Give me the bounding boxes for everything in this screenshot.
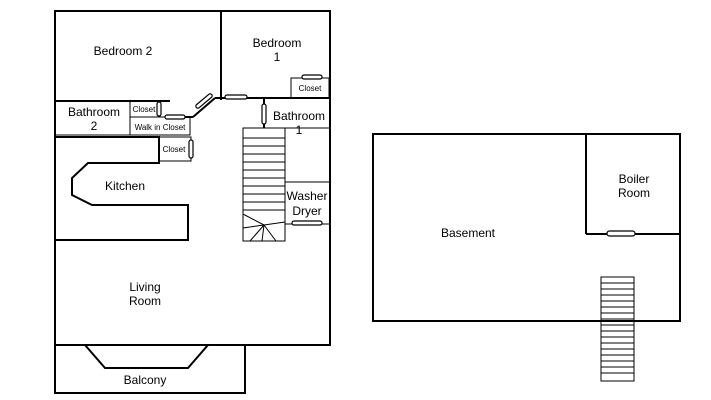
label-dryer: Dryer: [292, 204, 321, 218]
label-bathroom2-line2: 2: [91, 119, 98, 133]
closet-small-door: [156, 101, 162, 117]
upper-floor-outline: [54, 10, 331, 346]
stairs-basement: [600, 276, 635, 382]
boiler-room-door: [606, 230, 636, 237]
washer-dryer-door: [291, 220, 323, 226]
stair-outline: [242, 127, 286, 242]
hall-closet-door: [188, 139, 194, 159]
label-walk-in-closet: Walk in Closet: [135, 123, 187, 132]
label-washer: Washer: [287, 189, 328, 203]
bathroom1-door: [261, 103, 267, 125]
bedroom1-closet-door: [301, 74, 323, 80]
label-closet-small: Closet: [133, 105, 156, 114]
label-bathroom2-line1: Bathroom: [68, 105, 120, 119]
walk-in-closet-door: [164, 114, 186, 120]
label-balcony: Balcony: [124, 373, 167, 387]
label-kitchen: Kitchen: [105, 179, 145, 193]
hall-door: [224, 94, 248, 100]
label-hall-closet: Closet: [163, 145, 186, 154]
upper-floor-plan: Bedroom 2 Bedroom 1 Closet Bathroom 2 Cl…: [54, 10, 331, 394]
kitchen-counter: [55, 136, 189, 241]
label-bedroom1-line1: Bedroom: [253, 36, 302, 50]
basement-outline: [372, 133, 681, 322]
label-basement: Basement: [441, 226, 496, 240]
label-bathroom1-line2: 1: [296, 123, 303, 137]
label-bedroom2: Bedroom 2: [94, 44, 153, 58]
label-bedroom1-line2: 1: [274, 50, 281, 64]
balcony-outline: [54, 344, 246, 394]
label-bedroom1-closet: Closet: [299, 84, 322, 93]
basement-stair-outline: [600, 276, 635, 382]
label-living-room-line2: Room: [129, 294, 161, 308]
basement-floor-plan: Basement Boiler Room: [372, 133, 681, 382]
label-bathroom1-line1: Bathroom: [273, 109, 325, 123]
wall-hall-diagonal: [192, 97, 216, 118]
label-boiler-line1: Boiler: [619, 172, 650, 186]
hall-diagonal-door: [195, 93, 213, 109]
stairs-upper: [242, 127, 286, 242]
label-living-room-line1: Living: [129, 280, 160, 294]
label-boiler-line2: Room: [618, 186, 650, 200]
walk-in-closet: [129, 116, 191, 136]
